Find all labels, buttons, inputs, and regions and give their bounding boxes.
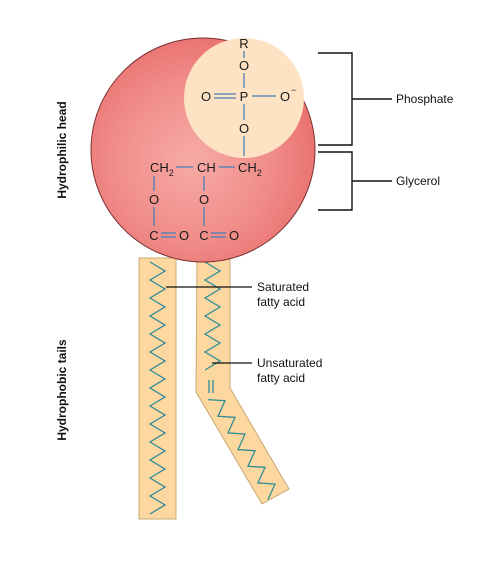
ch-center-label: CH bbox=[197, 160, 216, 175]
saturated-zigzag bbox=[148, 261, 167, 515]
r-group-label: R bbox=[239, 36, 248, 51]
hydrophilic-head-label: Hydrophilic head bbox=[55, 101, 69, 198]
unsaturated-label-line1: Unsaturated bbox=[257, 356, 322, 370]
ch2-left-label: CH2 bbox=[150, 160, 174, 178]
phosphorus-label: P bbox=[240, 89, 249, 104]
carbonyl-oxygen-left: O bbox=[179, 228, 189, 243]
ester-oxygen-right: O bbox=[199, 192, 209, 207]
ester-oxygen-left: O bbox=[149, 192, 159, 207]
minus-sign: − bbox=[291, 85, 296, 95]
saturated-tail-body bbox=[138, 257, 177, 520]
unsaturated-zigzag-upper bbox=[203, 261, 222, 371]
phosphate-label: Phosphate bbox=[396, 92, 454, 106]
glycerol-bracket bbox=[318, 151, 392, 211]
o-minus-label: O bbox=[280, 89, 290, 104]
ch2-right-label: CH2 bbox=[238, 160, 262, 178]
phosphate-structure: R O P O O − O bbox=[201, 36, 296, 156]
oxygen-label: O bbox=[239, 58, 249, 73]
carbonyl-carbon-right: C bbox=[199, 228, 208, 243]
unsaturated-label-line2: fatty acid bbox=[257, 371, 305, 385]
unsaturated-zigzag-lower bbox=[207, 398, 276, 500]
bridging-oxygen-label: O bbox=[239, 121, 249, 136]
glycerol-label: Glycerol bbox=[396, 174, 440, 188]
saturated-tail bbox=[138, 257, 177, 520]
saturated-label-line1: Saturated bbox=[257, 280, 309, 294]
double-bonded-oxygen-label: O bbox=[201, 89, 211, 104]
glycerol-structure: CH2 CH CH2 O C O O C O bbox=[149, 160, 262, 243]
phosphate-group-circle bbox=[184, 38, 304, 158]
carbonyl-oxygen-right: O bbox=[229, 228, 239, 243]
carbonyl-carbon-left: C bbox=[149, 228, 158, 243]
phosphate-bracket bbox=[318, 52, 392, 146]
hydrophobic-tails-label: Hydrophobic tails bbox=[55, 339, 69, 441]
unsaturated-tail bbox=[195, 257, 290, 505]
saturated-label-line2: fatty acid bbox=[257, 295, 305, 309]
